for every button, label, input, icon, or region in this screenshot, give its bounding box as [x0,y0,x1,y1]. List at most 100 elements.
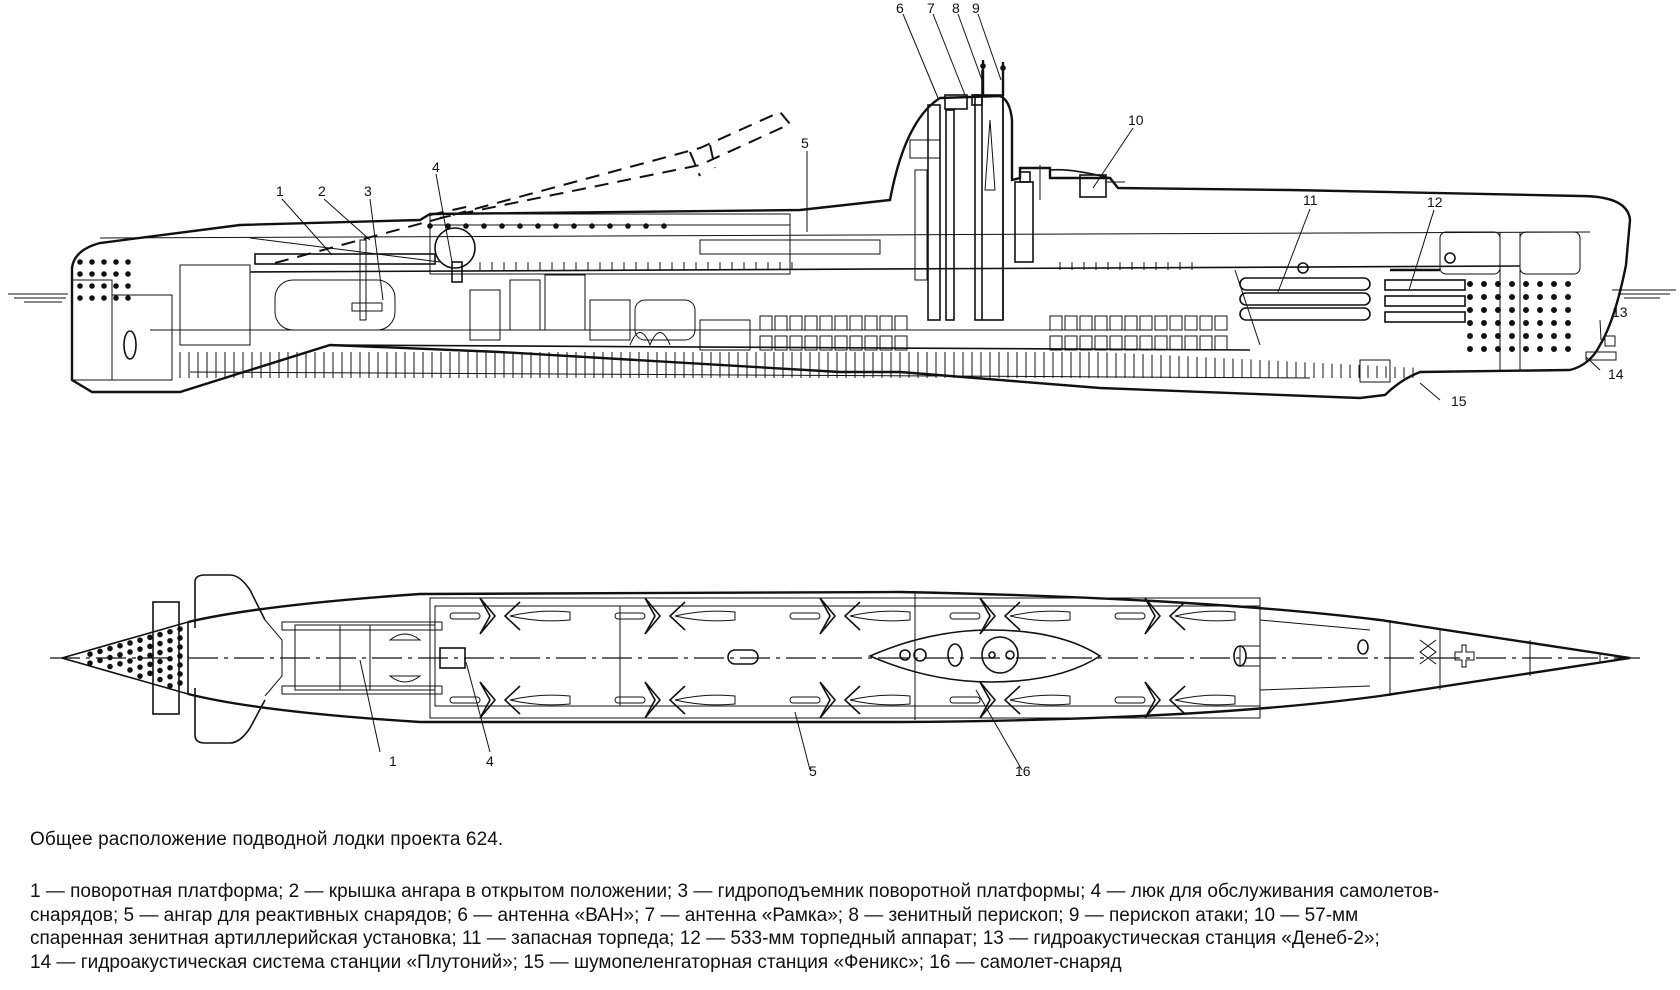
rivet [1565,293,1572,300]
rivet [147,670,153,677]
missile-tail [668,685,686,715]
rivet [1467,332,1474,339]
rivet [87,651,93,657]
rivet [1551,306,1558,313]
lower-stabilizer [194,688,266,744]
callout-8: 8 [952,0,960,16]
battery-cell [1094,335,1108,351]
battery-cell [1124,335,1138,351]
missile [789,681,911,719]
callout-12: 12 [1427,194,1443,210]
rivet [89,271,95,277]
missile-wing [979,681,997,719]
legend-line: 14 — гидроакустическая система станции «… [30,951,1122,973]
rivet [167,637,173,644]
rivet [1537,293,1544,300]
callout-13: 13 [1612,304,1628,320]
missile-booster [789,612,821,620]
machinery-section [469,274,751,351]
missile-wing [479,597,497,635]
missile-body [1009,610,1071,622]
rivet [589,223,595,229]
rivet [481,223,487,229]
rivet [89,295,95,301]
rivet [77,271,83,277]
missile [789,597,911,635]
battery-cell [789,335,803,351]
missile-wing [644,681,662,719]
rivet [625,223,631,229]
rivet [1495,319,1502,326]
battery-cell [894,335,908,351]
battery-cell [1214,315,1228,331]
missile-tail [503,685,521,715]
rivet [157,658,163,665]
battery-compartments [759,315,1228,351]
missile-wing [644,597,662,635]
rivet [1523,319,1530,326]
rivet [101,271,107,277]
rivet [1523,280,1530,287]
stern-plane [152,601,180,715]
missile-body [674,610,736,622]
rivet [101,295,107,301]
rivet [499,223,505,229]
rivet [147,652,153,659]
battery-cell [1109,335,1123,351]
callout-5: 5 [801,135,809,151]
rivet [113,271,119,277]
rivet [117,660,123,667]
rivet [463,223,469,229]
figure-title: Общее расположение подводной лодки проек… [30,829,504,850]
bow-section [1359,231,1617,383]
missile-body [509,694,571,706]
rivet [127,658,133,664]
rivet [1495,345,1502,352]
battery-cell [1079,335,1093,351]
missile-body [1174,694,1236,706]
rivet [89,259,95,265]
missile-wing [979,597,997,635]
missile-body [849,610,911,622]
hangar [429,213,881,283]
legend-line: 1 — поворотная платформа; 2 — крышка анг… [30,881,1440,902]
rivet [1551,319,1558,326]
missile-tail [843,685,861,715]
battery-cell [759,335,773,351]
rivet [1509,306,1516,313]
battery-cell [759,315,773,331]
missile-body [849,694,911,706]
rivet [1565,306,1572,313]
battery-cell [834,315,848,331]
missile [449,681,571,719]
battery-cell [1079,315,1093,331]
rivet [125,271,131,277]
rivet [1565,345,1572,352]
battery-cell [789,315,803,331]
missile [614,681,736,719]
rivet [77,259,83,265]
rivet [1481,306,1488,313]
rivet [1467,293,1474,300]
missile [949,681,1071,719]
battery-cell [774,315,788,331]
rivet [137,673,143,679]
legend-line: снарядов; 5 — ангар для реактивных снаря… [30,904,1359,926]
rivet [127,667,133,673]
submarine-drawing: 1 2 3 4 5 6 7 8 9 10 11 12 13 14 15 [8,0,1676,779]
rivet [1509,319,1516,326]
bow-plan [1259,619,1601,696]
battery-cell [1169,315,1183,331]
battery-cell [804,335,818,351]
rivet [167,646,173,653]
aa-gun-mount [1039,165,1125,200]
rotating-platform [249,237,441,331]
rivet [117,642,123,649]
rivet [1523,332,1530,339]
rivet [117,651,123,658]
battery-cell [849,335,863,351]
rivet [1537,280,1544,287]
rivet [553,223,559,229]
rivet [1551,332,1558,339]
battery-cell [1199,315,1213,331]
